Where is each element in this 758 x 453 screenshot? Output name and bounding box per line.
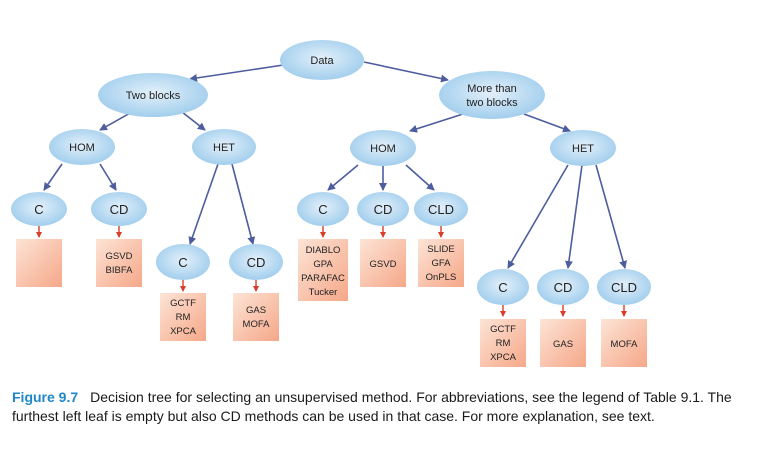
node-rhom-c: C (297, 192, 349, 226)
leaf-rhom-cld: SLIDE GFA OnPLS (418, 239, 464, 287)
node-rhet-c-label: C (498, 280, 507, 295)
leaf-rhet-cld: MOFA (601, 319, 647, 367)
edge-rhom-c (327, 164, 359, 191)
edge-lhom-c (43, 163, 63, 191)
tree-edges (43, 61, 627, 269)
leaf-method: GPA (313, 259, 333, 270)
edge-data-two-blocks (189, 63, 291, 82)
decision-tree-diagram: Data Two blocks More than two blocks HOM… (11, 40, 651, 367)
leaf-method: XPCA (170, 326, 197, 337)
leaf-method: RM (176, 312, 191, 323)
node-rhet-cd-label: CD (554, 280, 573, 295)
tree-leaves: GSVD BIBFA GCTF RM XPCA GAS MOFA DIABLO … (16, 239, 647, 367)
leaf-method: RM (496, 338, 511, 349)
node-rhom-c-label: C (318, 202, 327, 217)
edge-rhet-cld (595, 164, 627, 269)
node-lhom-c-label: C (34, 202, 43, 217)
node-rhet-c: C (477, 269, 529, 305)
leaf-rhet-c: GCTF RM XPCA (480, 319, 526, 367)
node-lhet-c-label: C (178, 255, 187, 270)
node-more-than-two-blocks: More than two blocks (439, 71, 545, 119)
leaf-lhom-cd: GSVD BIBFA (96, 239, 142, 287)
leaf-rhom-cd: GSVD (360, 239, 406, 287)
leaf-method: GAS (246, 305, 266, 316)
node-right-het: HET (550, 130, 616, 166)
leaf-method: GSVD (370, 259, 397, 270)
node-right-hom-label: HOM (370, 143, 396, 155)
node-left-hom: HOM (49, 129, 115, 165)
node-more-blocks-label-line1: More than (467, 83, 517, 95)
edge-rhom-cld (405, 164, 435, 191)
node-right-het-label: HET (572, 143, 594, 155)
node-rhet-cld: CLD (597, 269, 651, 305)
leaf-method: SLIDE (427, 244, 454, 255)
edge-lhet-c (188, 163, 219, 245)
edge-two-blocks-hom (99, 111, 133, 131)
leaf-lhom-c-empty (16, 239, 62, 287)
leaf-method: MOFA (611, 339, 639, 350)
caption-text: Decision tree for selecting an unsupervi… (12, 389, 732, 424)
node-lhom-cd-label: CD (110, 202, 129, 217)
node-lhom-cd: CD (91, 192, 147, 226)
node-left-het: HET (192, 129, 256, 165)
node-left-het-label: HET (213, 142, 235, 154)
node-rhom-cld: CLD (414, 192, 468, 226)
edge-data-more-blocks (363, 61, 449, 83)
edge-rhet-cd (564, 164, 583, 269)
leaf-method: XPCA (490, 352, 517, 363)
edge-rhet-c (507, 164, 569, 269)
edge-lhom-cd (99, 163, 117, 191)
leaf-rhom-c: DIABLO GPA PARAFAC Tucker (298, 239, 348, 301)
leaf-method: PARAFAC (301, 273, 345, 284)
node-more-blocks-label-line2: two blocks (466, 97, 518, 109)
leaf-method: GSVD (106, 251, 133, 262)
node-rhom-cd-label: CD (374, 202, 393, 217)
node-lhet-cd: CD (229, 244, 283, 280)
leaf-method: GCTF (170, 298, 196, 309)
leaf-method: GCTF (490, 324, 516, 335)
leaf-method: MOFA (243, 319, 271, 330)
node-rhet-cd: CD (537, 269, 589, 305)
edge-two-blocks-het (181, 111, 206, 131)
node-data: Data (280, 40, 364, 80)
leaf-method: Tucker (309, 287, 338, 298)
edge-more-blocks-hom (409, 113, 464, 133)
tree-nodes: Data Two blocks More than two blocks HOM… (11, 40, 651, 305)
node-lhom-c: C (11, 192, 67, 226)
leaf-lhet-c: GCTF RM XPCA (160, 293, 206, 341)
leaf-method: GAS (553, 339, 573, 350)
figure-label: Figure 9.7 (12, 389, 79, 405)
edge-lhet-cd (231, 163, 256, 245)
node-two-blocks: Two blocks (98, 73, 208, 117)
leaf-method: BIBFA (106, 265, 134, 276)
node-rhom-cld-label: CLD (428, 202, 454, 217)
node-rhet-cld-label: CLD (611, 280, 637, 295)
node-lhet-c: C (156, 244, 210, 280)
leaf-method: GFA (431, 258, 451, 269)
leaf-lhet-cd: GAS MOFA (233, 293, 279, 341)
node-lhet-cd-label: CD (247, 255, 266, 270)
leaf-rhet-cd: GAS (540, 319, 586, 367)
node-right-hom: HOM (350, 130, 416, 166)
node-two-blocks-label: Two blocks (126, 90, 181, 102)
node-left-hom-label: HOM (69, 142, 95, 154)
leaf-arrows (36, 226, 627, 317)
node-rhom-cd: CD (357, 192, 409, 226)
edge-more-blocks-het (523, 113, 571, 133)
leaf-method: OnPLS (426, 272, 457, 283)
leaf-method: DIABLO (306, 245, 341, 256)
node-data-label: Data (310, 55, 334, 67)
